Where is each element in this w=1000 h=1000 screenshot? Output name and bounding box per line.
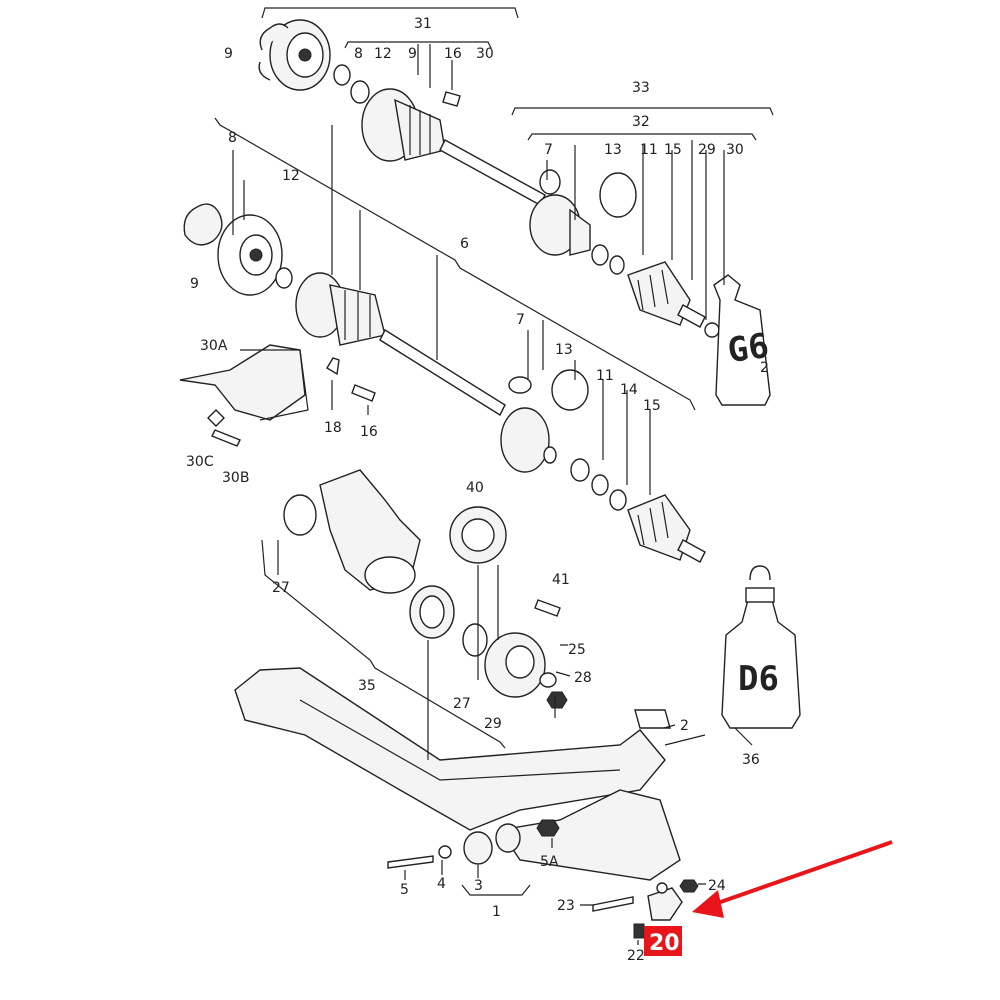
- callout-18: 18: [324, 420, 342, 436]
- grease-tube-sub: 2: [760, 360, 769, 376]
- callout-4: 4: [437, 876, 446, 892]
- drive-shaft-upper: [258, 7, 720, 338]
- callout-12-mid: 12: [282, 168, 300, 184]
- callout-30-right: 30: [726, 142, 744, 158]
- wheel-bearing-housing: [261, 469, 568, 749]
- callout-30B: 30B: [222, 470, 249, 486]
- callout-30A: 30A: [200, 338, 228, 354]
- callout-labels: 31 9 8 12 9 16 30 33 32 8 7 13 11 15 29 …: [186, 16, 760, 964]
- callout-8: 8: [228, 130, 237, 146]
- callout-2: 2: [680, 718, 689, 734]
- callout-5A: 5A: [540, 854, 559, 870]
- callout-9-mid: 9: [408, 46, 417, 62]
- callout-3: 3: [474, 878, 483, 894]
- callout-28: 28: [574, 670, 592, 686]
- callout-14: 14: [620, 382, 638, 398]
- callout-27-mid: 27: [453, 696, 471, 712]
- callout-16-top: 16: [444, 46, 462, 62]
- callout-13-mid: 13: [555, 342, 573, 358]
- callout-25: 25: [568, 642, 586, 658]
- callout-12-top: 12: [374, 46, 392, 62]
- highlight-arrow: [692, 840, 893, 918]
- callout-7-mid: 7: [516, 312, 525, 328]
- drive-shaft-middle: [183, 117, 706, 563]
- callout-11-mid: 11: [596, 368, 614, 384]
- grease-tube: G6 2: [713, 274, 771, 406]
- callout-30C: 30C: [186, 454, 214, 470]
- callout-23: 23: [557, 898, 575, 914]
- highlighted-part-number: 20: [649, 931, 680, 956]
- callout-33: 33: [632, 80, 650, 96]
- callout-31: 31: [414, 16, 432, 32]
- callout-8-top: 8: [354, 46, 363, 62]
- callout-brackets: [232, 41, 774, 945]
- oil-bottle-label: D6: [738, 659, 779, 699]
- callout-1: 1: [492, 904, 501, 920]
- callout-35: 35: [358, 678, 376, 694]
- subframe: [234, 667, 699, 939]
- callout-9-left: 9: [190, 276, 199, 292]
- callout-41: 41: [552, 572, 570, 588]
- oil-bottle: D6: [721, 565, 801, 729]
- heat-shield: [179, 344, 309, 447]
- callout-32: 32: [632, 114, 650, 130]
- callout-13-top: 13: [604, 142, 622, 158]
- callout-29-top: 29: [698, 142, 716, 158]
- callout-36: 36: [742, 752, 760, 768]
- callout-15-mid: 15: [643, 398, 661, 414]
- callout-11-top: 11: [640, 142, 658, 158]
- callout-27-left: 27: [272, 580, 290, 596]
- callout-7-top: 7: [544, 142, 553, 158]
- callout-30-top: 30: [476, 46, 494, 62]
- callout-9-top: 9: [224, 46, 233, 62]
- highlighted-part-label: 20: [644, 926, 682, 956]
- callout-15-top: 15: [664, 142, 682, 158]
- callout-5: 5: [400, 882, 409, 898]
- grease-tube-label: G6: [725, 326, 771, 371]
- callout-6: 6: [460, 236, 469, 252]
- callout-16-mid: 16: [360, 424, 378, 440]
- callout-24: 24: [708, 878, 726, 894]
- callout-29-mid: 29: [484, 716, 502, 732]
- callout-22: 22: [627, 948, 645, 964]
- callout-40: 40: [466, 480, 484, 496]
